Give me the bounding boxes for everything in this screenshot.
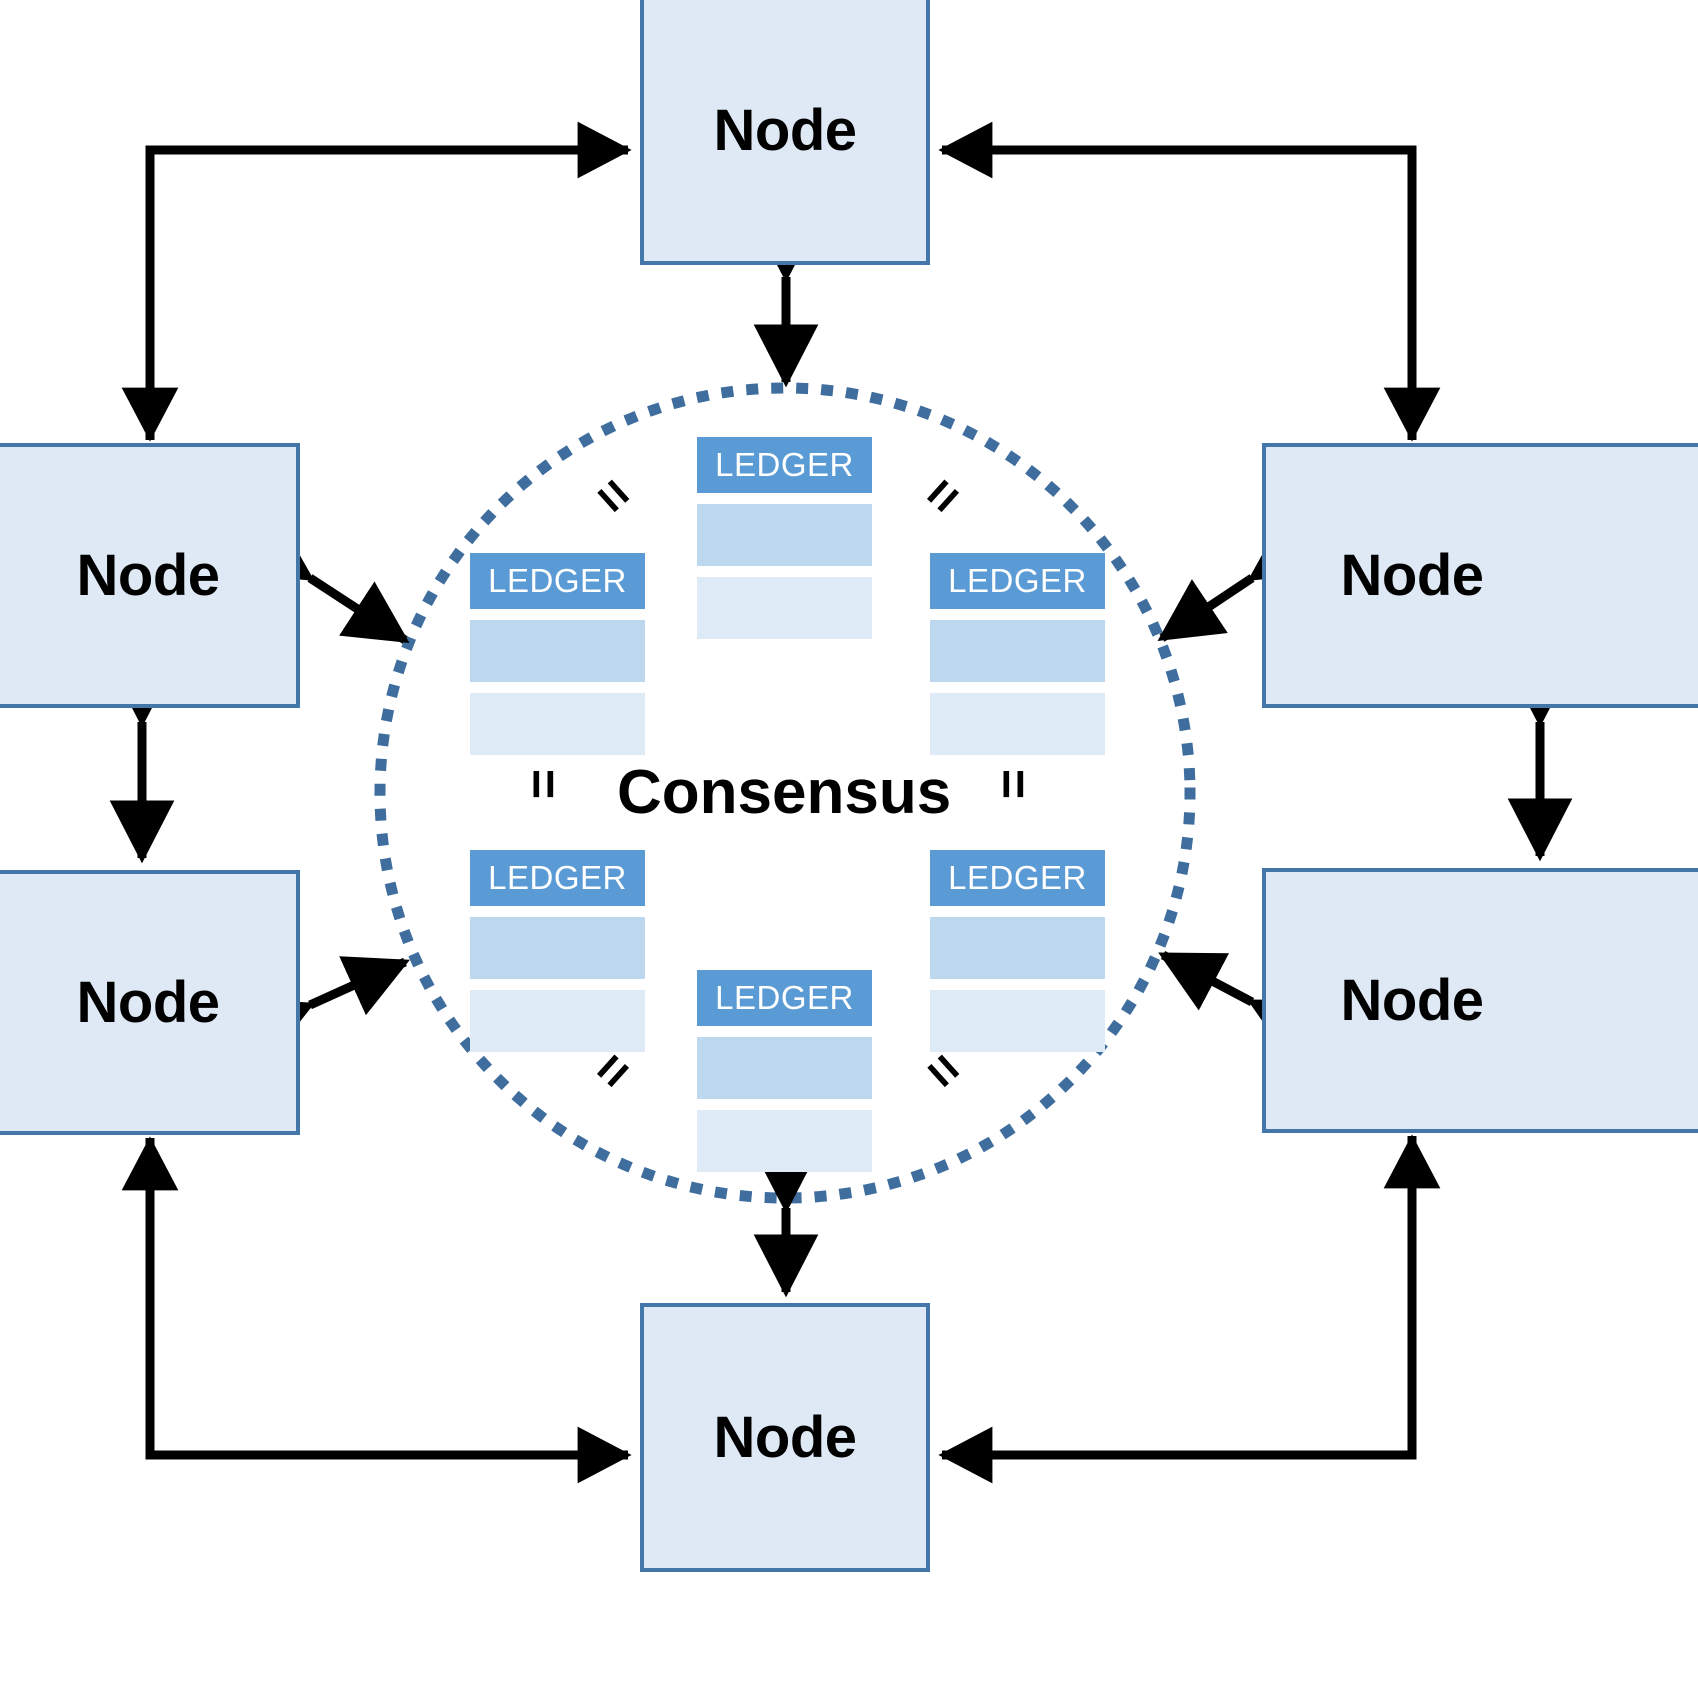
- node-top-label: Node: [713, 97, 858, 163]
- node-bottom[interactable]: Node: [640, 1303, 930, 1572]
- ledger-upper-right-band-2: [930, 693, 1105, 755]
- link-left-upper-to-top: [145, 121, 632, 440]
- ledger-lower-right[interactable]: LEDGER: [930, 850, 1105, 1052]
- link-right-lower-to-circle: [1158, 951, 1319, 1058]
- ledger-lower-left[interactable]: LEDGER: [470, 850, 645, 1052]
- node-left-upper[interactable]: Node: [0, 443, 300, 708]
- link-right-upper-to-top: [938, 121, 1417, 440]
- node-right-lower[interactable]: Node: [1262, 868, 1698, 1133]
- node-left-lower[interactable]: Node: [0, 870, 300, 1135]
- node-top[interactable]: Node: [640, 0, 930, 265]
- ledger-bottom-band-1: [697, 1037, 872, 1099]
- ledger-lower-right-header: LEDGER: [930, 850, 1105, 906]
- link-left-lower-to-circle: [244, 956, 410, 1059]
- node-right-upper[interactable]: Node: [1262, 443, 1698, 708]
- ledger-lower-left-header: LEDGER: [470, 850, 645, 906]
- ledger-bottom-header: LEDGER: [697, 970, 872, 1026]
- ledger-upper-right-header: LEDGER: [930, 553, 1105, 609]
- node-right-upper-label: Node: [1340, 542, 1485, 608]
- ledger-top[interactable]: LEDGER: [697, 437, 872, 639]
- link-right-lower-to-bottom: [938, 1136, 1417, 1484]
- ledger-upper-left-band-2: [470, 693, 645, 755]
- ledger-lower-left-band-2: [470, 990, 645, 1052]
- ledger-upper-right[interactable]: LEDGER: [930, 553, 1105, 755]
- equals-mid-right-icon: =: [984, 768, 1043, 800]
- ledger-lower-left-band-1: [470, 917, 645, 979]
- ledger-bottom[interactable]: LEDGER: [697, 970, 872, 1172]
- link-left-lower-to-bottom: [145, 1138, 632, 1484]
- consensus-circle: [374, 382, 1196, 1204]
- ledger-top-band-2: [697, 577, 872, 639]
- link-left-upper-to-circle: [244, 519, 410, 644]
- node-right-lower-label: Node: [1340, 967, 1485, 1033]
- node-bottom-label: Node: [713, 1404, 858, 1470]
- ledger-top-header: LEDGER: [697, 437, 872, 493]
- ledger-upper-left-band-1: [470, 620, 645, 682]
- ledger-bottom-band-2: [697, 1110, 872, 1172]
- consensus-label: Consensus: [617, 758, 952, 827]
- ledger-lower-right-band-1: [930, 917, 1105, 979]
- link-right-upper-to-circle: [1157, 519, 1318, 642]
- ledger-lower-right-band-2: [930, 990, 1105, 1052]
- ledger-upper-left-header: LEDGER: [470, 553, 645, 609]
- equals-mid-left-icon: =: [514, 768, 573, 800]
- ledger-top-band-1: [697, 504, 872, 566]
- ledger-upper-left[interactable]: LEDGER: [470, 553, 645, 755]
- ledger-upper-right-band-1: [930, 620, 1105, 682]
- node-left-lower-label: Node: [76, 969, 221, 1035]
- node-left-upper-label: Node: [76, 542, 221, 608]
